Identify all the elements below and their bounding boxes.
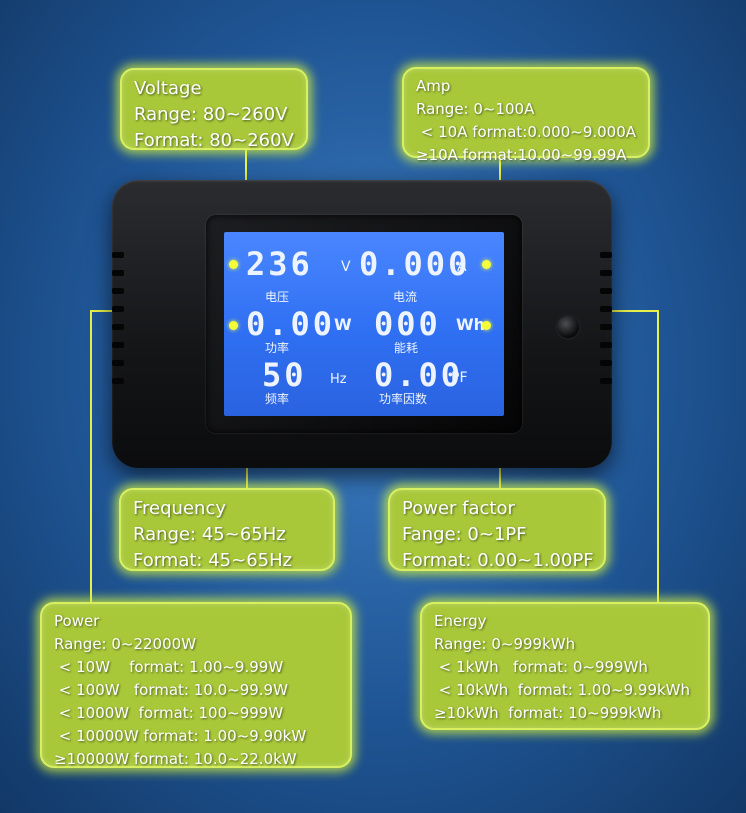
voltage-callout-line: Range: 80~260V <box>134 104 288 125</box>
vent-rib <box>600 360 612 366</box>
energy-callout: Energy Range: 0~999kWh < 1kWh format: 0~… <box>420 602 710 730</box>
power-factor-callout-line: Format: 0.00~1.00PF <box>402 550 594 571</box>
power-callout-line: ≥10000W format: 10.0~22.0kW <box>54 750 297 768</box>
power-factor-reading: 0.00 <box>374 356 464 394</box>
energy-reading: 000 <box>374 305 441 343</box>
voltage-indicator-dot <box>229 260 238 269</box>
power-callout-line: Range: 0~22000W <box>54 635 197 653</box>
vent-rib <box>112 342 124 348</box>
vent-rib <box>112 288 124 294</box>
amp-callout-line: ≥10A format:10.00~99.99A <box>416 146 627 164</box>
vent-rib <box>600 378 612 384</box>
frequency-callout-title: Frequency <box>133 498 226 519</box>
voltage-label: 电压 <box>265 290 290 304</box>
power-factor-label: 功率因数 <box>379 392 428 406</box>
vent-rib <box>112 306 124 312</box>
power-meter-device: 236 V 电压 0.000 A 电流 0.00 W 功率 000 Wh 能耗 … <box>112 180 612 468</box>
energy-leader-line-v <box>657 310 659 602</box>
energy-indicator-dot <box>482 321 491 330</box>
voltage-reading: 236 <box>246 245 313 283</box>
energy-callout-title: Energy <box>434 612 487 630</box>
power-callout-title: Power <box>54 612 100 630</box>
current-unit: A <box>457 259 467 275</box>
vent-rib <box>112 270 124 276</box>
amp-callout-line: < 10A format:0.000~9.000A <box>416 123 637 141</box>
amp-indicator-dot <box>482 260 491 269</box>
amp-callout-title: Amp <box>416 77 451 95</box>
power-callout-line: < 10W format: 1.00~9.99W <box>54 658 284 676</box>
energy-callout-line: Range: 0~999kWh <box>434 635 576 653</box>
amp-callout: Amp Range: 0~100A < 10A format:0.000~9.0… <box>402 67 650 164</box>
voltage-callout-title: Voltage <box>134 78 202 99</box>
power-callout-line: < 100W format: 10.0~99.9W <box>54 681 288 699</box>
voltage-callout: Voltage Range: 80~260V Format: 80~260V <box>120 68 308 151</box>
power-factor-callout-title: Power factor <box>402 498 515 519</box>
vent-rib <box>112 324 124 330</box>
frequency-label: 频率 <box>265 392 290 406</box>
vent-rib <box>112 252 124 258</box>
power-callout: Power Range: 0~22000W < 10W format: 1.00… <box>40 602 352 768</box>
energy-callout-line: ≥10kWh format: 10~999kWh <box>434 704 662 722</box>
vent-rib <box>600 288 612 294</box>
power-callout-line: < 1000W format: 100~999W <box>54 704 284 722</box>
lcd-screen: 236 V 电压 0.000 A 电流 0.00 W 功率 000 Wh 能耗 … <box>224 232 504 416</box>
vent-rib <box>600 342 612 348</box>
vent-rib <box>112 360 124 366</box>
energy-unit: Wh <box>456 315 486 334</box>
voltage-callout-line: Format: 80~260V <box>134 130 294 151</box>
voltage-unit: V <box>341 259 351 275</box>
power-label: 功率 <box>265 341 290 355</box>
amp-callout-line: Range: 0~100A <box>416 100 535 118</box>
reset-button[interactable] <box>557 316 579 338</box>
power-factor-callout-line: Fange: 0~1PF <box>402 524 527 545</box>
frequency-callout: Frequency Range: 45~65Hz Format: 45~65Hz <box>119 488 335 571</box>
current-label: 电流 <box>393 290 418 304</box>
power-factor-callout: Power factor Fange: 0~1PF Format: 0.00~1… <box>388 488 606 571</box>
power-leader-line-v <box>90 310 92 602</box>
frequency-unit: Hz <box>330 372 347 387</box>
vent-rib <box>600 306 612 312</box>
vent-rib <box>600 324 612 330</box>
energy-callout-line: < 1kWh format: 0~999Wh <box>434 658 648 676</box>
frequency-callout-line: Format: 45~65Hz <box>133 550 293 571</box>
power-unit: W <box>334 315 352 334</box>
frequency-reading: 50 <box>262 356 307 394</box>
power-reading: 0.00 <box>246 305 336 343</box>
frequency-callout-line: Range: 45~65Hz <box>133 524 286 545</box>
power-indicator-dot <box>229 321 238 330</box>
power-factor-unit: PF <box>451 370 468 386</box>
power-callout-line: < 10000W format: 1.00~9.90kW <box>54 727 307 745</box>
lcd-bezel: 236 V 电压 0.000 A 电流 0.00 W 功率 000 Wh 能耗 … <box>206 215 522 433</box>
vent-rib <box>112 378 124 384</box>
vent-rib <box>600 270 612 276</box>
energy-callout-line: < 10kWh format: 1.00~9.99kWh <box>434 681 691 699</box>
current-reading: 0.000 <box>359 245 471 283</box>
energy-label: 能耗 <box>394 341 419 355</box>
vent-rib <box>600 252 612 258</box>
